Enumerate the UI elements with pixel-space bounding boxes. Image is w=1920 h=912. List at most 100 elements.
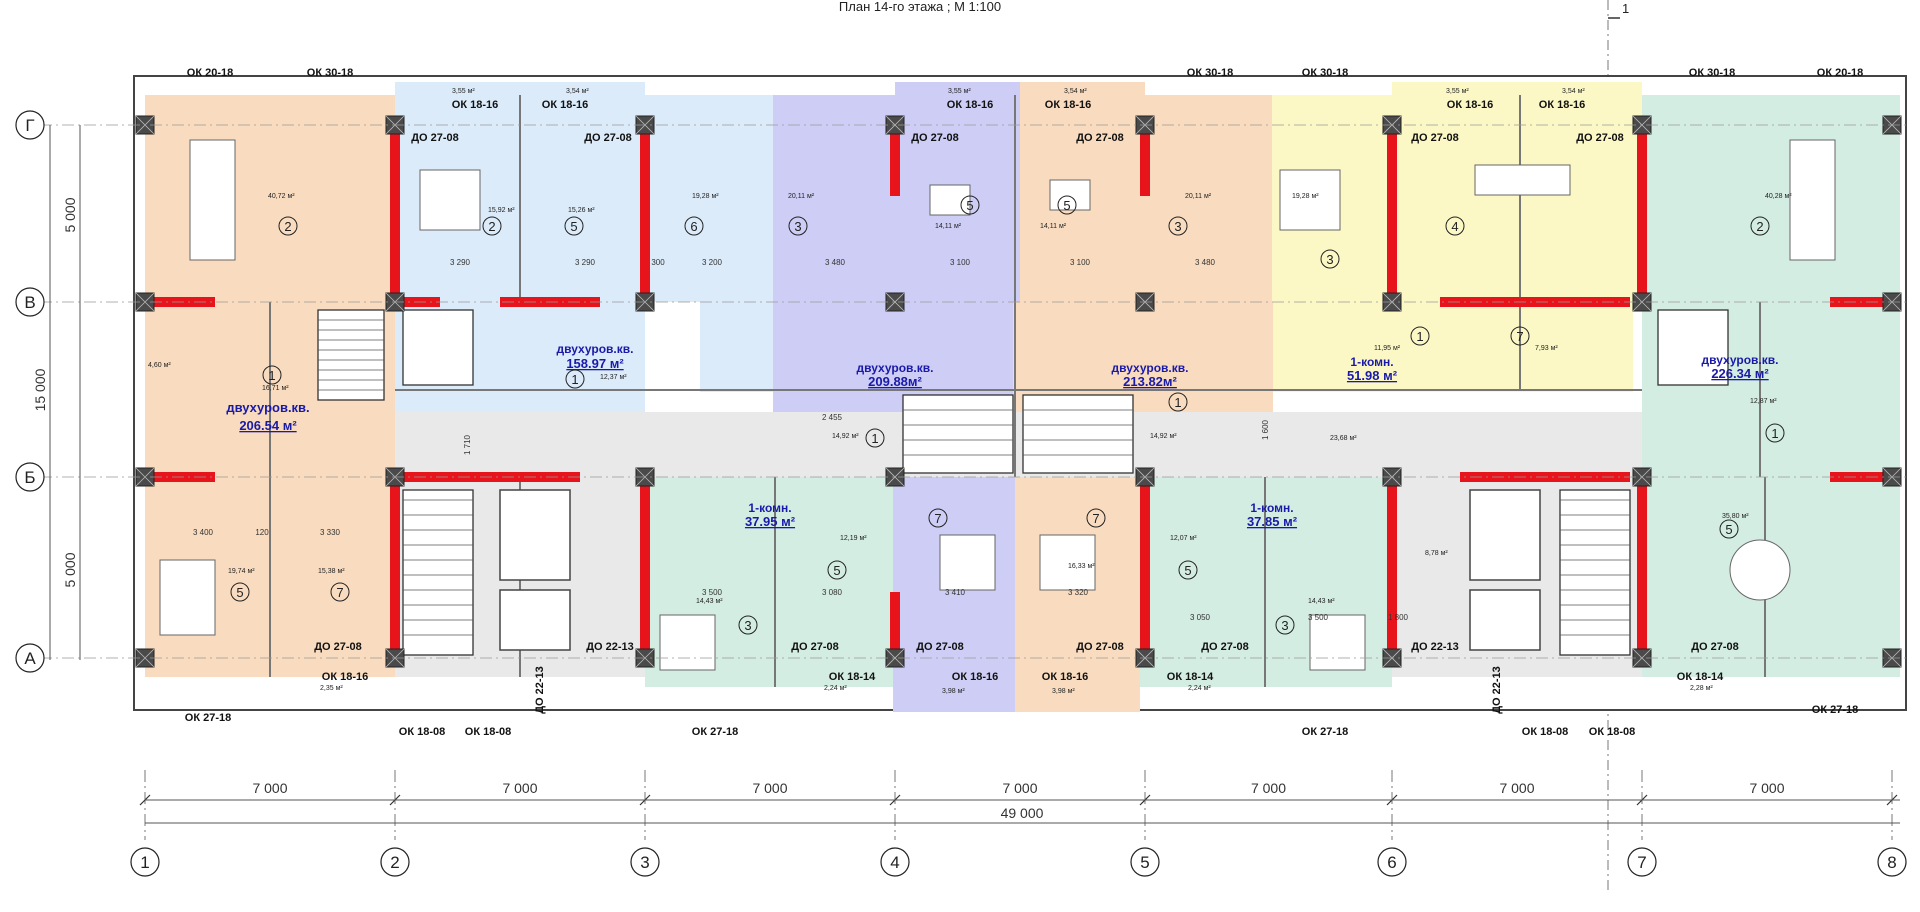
room-number: 3	[794, 219, 801, 234]
axis-bubble	[880, 847, 910, 877]
column-hatch	[885, 467, 905, 487]
window-label: ОК 18-16	[542, 99, 588, 111]
axis-label: В	[24, 293, 35, 312]
axis-bubble	[15, 110, 45, 140]
plan-title: План 14-го этажа ; М 1:100	[839, 0, 1001, 14]
room-area: 8,78 м²	[1425, 550, 1448, 557]
inner-dim: 3 100	[1070, 258, 1091, 267]
bay-dimension: 7 000	[1749, 780, 1784, 796]
stairs	[317, 309, 1729, 656]
inner-dim: 3 080	[822, 588, 843, 597]
bay-dimension: 7 000	[252, 780, 287, 796]
inner-dim: 3 480	[1195, 258, 1216, 267]
door-label: ДО 27-08	[791, 641, 839, 653]
axis-label: 2	[390, 853, 399, 872]
room-area: 14,11 м²	[935, 223, 962, 230]
door-label: ДО 27-08	[1576, 132, 1624, 144]
room-area: 40,72 м²	[268, 193, 295, 200]
door-label: ДО 27-08	[1201, 641, 1249, 653]
axis-bubble	[380, 847, 410, 877]
room-area: 19,28 м²	[692, 193, 719, 200]
bay-dimension: 7 000	[1251, 780, 1286, 796]
axis-label: А	[24, 649, 36, 668]
left-dim-bottom: 5 000	[62, 552, 78, 587]
window-label: ОК 18-14	[829, 671, 876, 683]
section-mark: 1	[1622, 1, 1629, 16]
inner-dim: 3 330	[320, 528, 341, 537]
window-label: ОК 30-18	[1187, 67, 1233, 79]
column-hatch	[885, 115, 905, 135]
apartment-labels: двухуров.кв. 206.54 м² двухуров.кв. 158.…	[226, 342, 1778, 529]
inner-dimension-labels: 3 290 3 290 3 200 3 480 3 100 3 100 3 48…	[193, 258, 1409, 622]
column-hatch	[885, 648, 905, 668]
inner-dim: 3 290	[575, 258, 596, 267]
door-label: ДО 27-08	[411, 132, 459, 144]
bottom-dimensions	[145, 799, 1900, 824]
room-number: 5	[1063, 198, 1070, 213]
room-number: 7	[336, 585, 343, 600]
room-area: 19,74 м²	[228, 568, 255, 575]
room-area: 3,54 м²	[1064, 88, 1087, 95]
inner-dim: 2 455	[822, 413, 843, 422]
axis-bubble	[1627, 847, 1657, 877]
room-area: 12,19 м²	[840, 535, 867, 542]
door-label: ДО 27-08	[916, 641, 964, 653]
inner-dim: 3 500	[702, 588, 723, 597]
window-label: ОК 20-18	[187, 67, 233, 79]
window-label: ОК 18-16	[952, 671, 998, 683]
inner-dim: 3 290	[450, 258, 471, 267]
apartment-area: 209.88м²	[868, 374, 922, 389]
apartment-type: двухуров.кв.	[1702, 353, 1779, 367]
window-label: ОК 18-16	[1447, 99, 1493, 111]
room-area: 35,80 м²	[1722, 513, 1749, 520]
room-area: 4,60 м²	[148, 362, 171, 369]
inner-dim: 300	[651, 258, 665, 267]
room-number: 2	[1756, 219, 1763, 234]
window-label: ОК 18-16	[1539, 99, 1585, 111]
room-area: 14,43 м²	[696, 598, 723, 605]
axis-bubble	[130, 847, 160, 877]
apartment-area: 226.34 м²	[1711, 366, 1769, 381]
room-area: 2,24 м²	[1188, 685, 1211, 692]
room-number: 7	[934, 511, 941, 526]
window-label: ОК 18-08	[465, 726, 511, 738]
axis-bubble	[1877, 847, 1907, 877]
room-number: 1	[1174, 395, 1181, 410]
room-number: 3	[744, 618, 751, 633]
door-label: ДО 22-13	[534, 666, 546, 714]
bay-dimension: 7 000	[752, 780, 787, 796]
bay-dimension: 7 000	[1499, 780, 1534, 796]
window-label: ОК 27-18	[692, 726, 738, 738]
door-label: ДО 27-08	[911, 132, 959, 144]
room-area: 2,35 м²	[320, 685, 343, 692]
room-number: 1	[871, 431, 878, 446]
room-area: 12,07 м²	[1170, 535, 1197, 542]
apartment-area: 213.82м²	[1123, 374, 1177, 389]
room-area: 3,55 м²	[1446, 88, 1469, 95]
axis-bubble	[15, 462, 45, 492]
room-area: 11,95 м²	[1374, 345, 1401, 352]
room-number: 5	[833, 563, 840, 578]
door-label: ДО 27-08	[1076, 132, 1124, 144]
axis-label: Б	[24, 468, 35, 487]
window-label: ОК 30-18	[1302, 67, 1348, 79]
apartment-area: 37.85 м²	[1247, 514, 1298, 529]
axis-label: 8	[1887, 853, 1896, 872]
inner-dim: 3 050	[1190, 613, 1211, 622]
window-label: ОК 18-08	[399, 726, 445, 738]
room-area: 14,11 м²	[1040, 223, 1067, 230]
room-number: 2	[284, 219, 291, 234]
axis-label: 5	[1140, 853, 1149, 872]
room-area: 40,28 м²	[1765, 193, 1792, 200]
door-label: ДО 22-13	[1491, 666, 1503, 714]
axis-label: 3	[640, 853, 649, 872]
room-number: 1	[571, 372, 578, 387]
room-number: 3	[1281, 618, 1288, 633]
window-label: ОК 18-16	[1042, 671, 1088, 683]
axis-label: 1	[140, 853, 149, 872]
inner-dim: 120	[255, 528, 269, 537]
door-label: ДО 27-08	[314, 641, 362, 653]
axis-label: 6	[1387, 853, 1396, 872]
room-area: 3,98 м²	[1052, 688, 1075, 695]
